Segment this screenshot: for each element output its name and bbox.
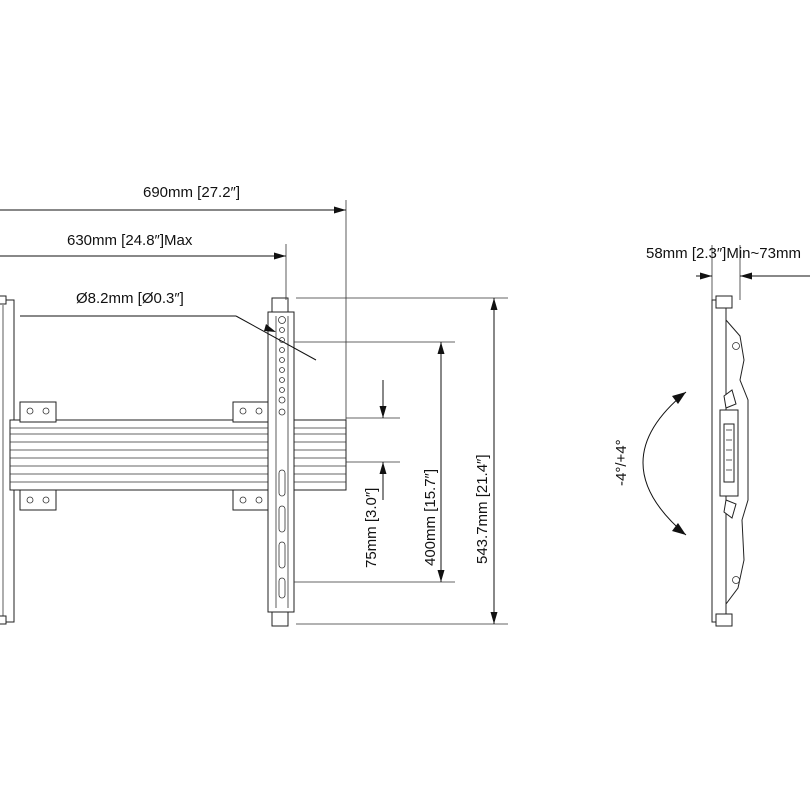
dimension-overall-width: 690mm [27.2″] bbox=[0, 184, 347, 420]
hole-diameter-label: Ø8.2mm [Ø0.3″] bbox=[76, 290, 184, 307]
vertical-spacing-label: 400mm [15.7″] bbox=[422, 469, 439, 566]
dimension-vertical-spacing: 400mm [15.7″] bbox=[294, 341, 455, 583]
dimension-max-hole-spacing: 630mm [24.8″]Max bbox=[0, 232, 287, 300]
dimension-rail-spacing: 75mm [3.0″] bbox=[346, 380, 400, 568]
right-vertical-bracket bbox=[267, 297, 295, 627]
dimension-depth: 58mm [2.3″]Min~73mm bbox=[646, 245, 810, 300]
overall-width-label: 690mm [27.2″] bbox=[143, 184, 240, 201]
front-view bbox=[0, 295, 347, 627]
mounting-tab-bottom-left bbox=[19, 489, 57, 511]
tilt-indicator: -4°/+4° bbox=[613, 391, 687, 536]
side-view bbox=[711, 295, 749, 627]
mounting-tab-bottom-right bbox=[232, 489, 270, 511]
rail-spacing-label: 75mm [3.0″] bbox=[363, 488, 380, 568]
depth-label: 58mm [2.3″]Min~73mm bbox=[646, 245, 801, 262]
horizontal-rail bbox=[9, 419, 347, 491]
tilt-label: -4°/+4° bbox=[613, 439, 630, 486]
left-vertical-bracket bbox=[0, 295, 15, 625]
overall-height-label: 543.7mm [21.4″] bbox=[474, 454, 491, 564]
max-hole-spacing-label: 630mm [24.8″]Max bbox=[67, 232, 193, 249]
mounting-tab-top-left bbox=[19, 401, 57, 423]
mounting-tab-top-right bbox=[232, 401, 270, 423]
dimension-overall-height: 543.7mm [21.4″] bbox=[296, 297, 508, 625]
dimension-hole-diameter: Ø8.2mm [Ø0.3″] bbox=[20, 290, 317, 361]
